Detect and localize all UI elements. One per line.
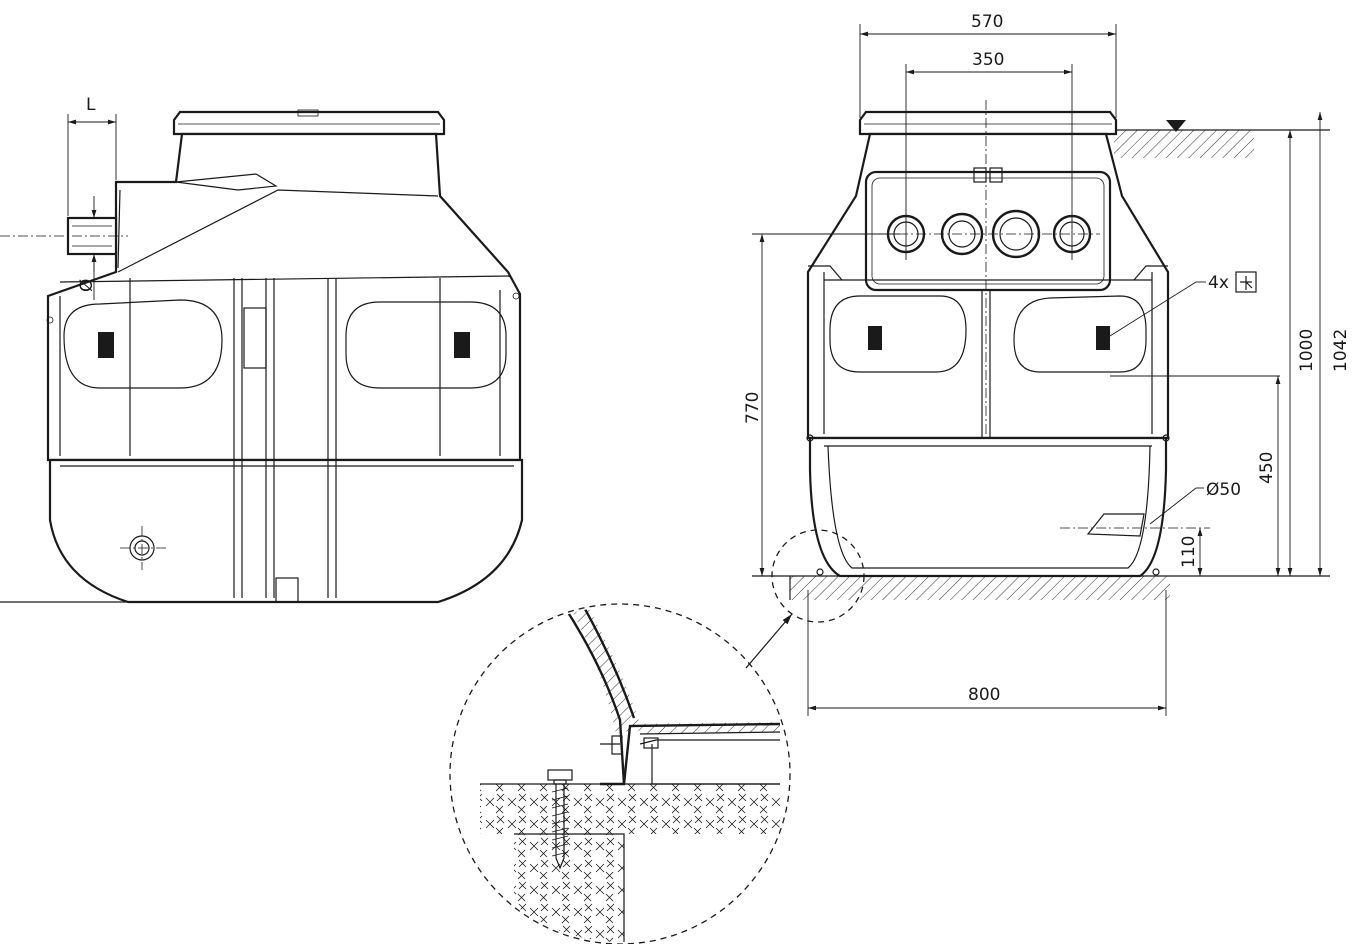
- dim-450: 450: [1257, 452, 1277, 484]
- side-label-diameter: Ø: [77, 279, 97, 292]
- dim-110: 110: [1179, 536, 1199, 568]
- front-lower-body: [808, 436, 1168, 578]
- side-upper-body: [46, 132, 522, 462]
- side-lid: [172, 110, 446, 136]
- front-ground-hatch: [790, 576, 1170, 600]
- detail-view: [449, 603, 791, 944]
- front-panel-right: [1013, 295, 1147, 373]
- outlet-diameter-label: Ø50: [1206, 480, 1241, 500]
- detail-circle: [449, 603, 791, 944]
- side-handle: [243, 307, 267, 369]
- side-panel-right: [345, 301, 507, 389]
- dim-770: 770: [743, 392, 763, 424]
- detail-callout: [771, 529, 865, 623]
- anchor-count-label: 4x: [1208, 273, 1229, 293]
- side-panel-left: [63, 299, 223, 389]
- anchor-fixing-icon: [1235, 271, 1257, 293]
- front-panel-left: [829, 295, 967, 373]
- front-outlet-pipe: [1086, 513, 1145, 537]
- side-label-length: L: [86, 95, 96, 115]
- dim-1000: 1000: [1297, 329, 1317, 372]
- front-inlet-box: [864, 170, 1112, 292]
- anchor-screw: [547, 769, 573, 870]
- dim-570: 570: [971, 12, 1003, 32]
- front-lid: [858, 110, 1118, 136]
- side-lower-body: [48, 458, 524, 604]
- front-view: 570 350 800 1042 1000 450 110 770 4x: [743, 12, 1351, 716]
- dim-1042: 1042: [1331, 329, 1351, 372]
- dim-350: 350: [972, 50, 1004, 70]
- dim-800: 800: [968, 685, 1000, 705]
- ground-level-marker: [1166, 120, 1186, 132]
- side-view: L Ø: [0, 95, 524, 604]
